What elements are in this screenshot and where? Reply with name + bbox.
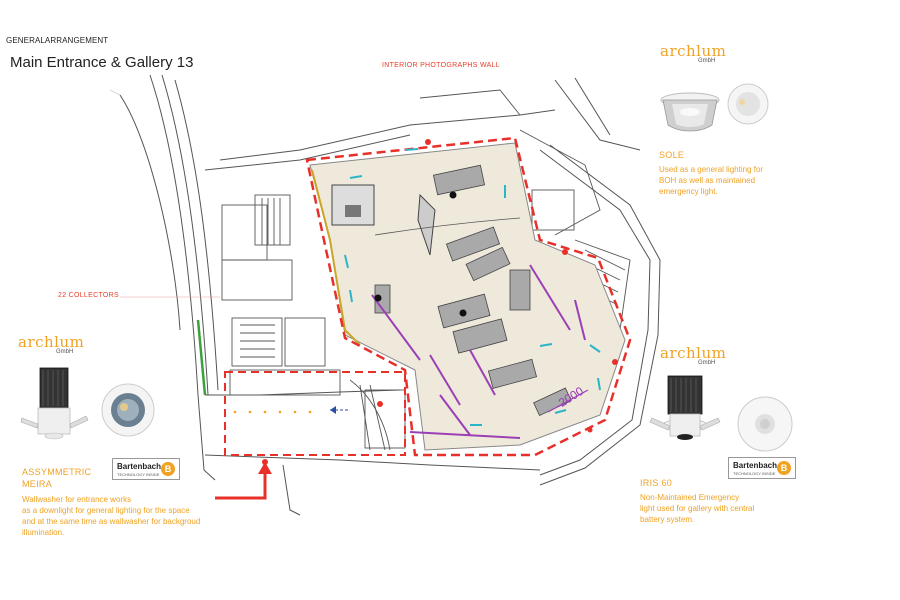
wallwasher-dots — [233, 410, 312, 414]
iris-product-name: IRIS 60 — [640, 478, 673, 488]
meira-name-line: ASSYMMETRIC — [22, 467, 92, 477]
brand-sub: GmbH — [698, 58, 716, 64]
sole-desc-line: Used as a general lighting for — [659, 165, 764, 174]
badge-brand: Bartenbach — [117, 462, 162, 471]
brand-name: archlum — [660, 344, 727, 362]
meira-name-line: MEIRA — [22, 479, 53, 489]
brand-sub: GmbH — [698, 360, 716, 366]
collectors-label: 22 COLLECTORS — [58, 292, 119, 299]
iris-desc-line: battery system. — [640, 515, 695, 524]
green-edge — [196, 319, 207, 396]
meira-desc-line: illumination. — [22, 528, 65, 537]
gallery-inner-edge — [311, 169, 361, 346]
meira-product-name: ASSYMMETRIC MEIRA — [22, 466, 91, 490]
interior-wall-label: INTERIOR PHOTOGRAPHS WALL — [382, 62, 500, 69]
sole-desc-line: BOH as well as maintained — [659, 176, 756, 185]
badge-mark-icon: B — [161, 462, 175, 476]
badge-brand: Bartenbach — [733, 461, 778, 470]
meira-desc-line: Wallwasher for entrance works — [22, 495, 132, 504]
page-title: Main Entrance & Gallery 13 — [10, 54, 194, 71]
entrance-zone — [224, 371, 406, 456]
meira-desc-line: and at the same time as wallwasher for b… — [22, 517, 201, 526]
building-shell — [119, 74, 661, 516]
iris-desc-line: Non-Maintained Emergency — [640, 493, 740, 502]
sole-description: Used as a general lighting for BOH as we… — [659, 164, 763, 197]
marker-lines — [344, 148, 601, 426]
black-points — [374, 191, 467, 317]
sole-product-name: SOLE — [659, 150, 685, 160]
meira-description: Wallwasher for entrance works as a downl… — [22, 494, 200, 538]
emergency-points — [262, 139, 618, 465]
sole-desc-line: emergency light. — [659, 187, 718, 196]
display-cases — [374, 164, 572, 417]
badge-tagline: TECHNOLOGY INSIDE — [117, 472, 160, 477]
badge-mark-icon: B — [777, 461, 791, 475]
entrance-arrow — [215, 472, 267, 500]
dark-room — [331, 184, 375, 226]
showcase-lines — [371, 264, 586, 439]
iris-bartenbach-badge: Bartenbach TECHNOLOGY INSIDE B — [728, 457, 796, 479]
brand-name: archlum — [18, 333, 85, 351]
emergency-zone — [305, 136, 632, 457]
dimension-marker — [547, 389, 589, 413]
iris-description: Non-Maintained Emergency light used for … — [640, 492, 754, 525]
meira-brand-logo: archlum GmbH — [18, 333, 85, 355]
section-label: GENERALARRANGEMENT — [6, 36, 109, 45]
central-blade — [417, 193, 436, 256]
iris-brand-logo: archlum GmbH — [660, 344, 727, 366]
badge-tagline: TECHNOLOGY INSIDE — [733, 471, 776, 476]
sole-brand-logo: archlum GmbH — [660, 42, 727, 64]
brand-name: archlum — [660, 42, 727, 60]
meira-bartenbach-badge: Bartenbach TECHNOLOGY INSIDE B — [112, 458, 180, 480]
brand-sub: GmbH — [56, 349, 74, 355]
meira-desc-line: as a downlight for general lighting for … — [22, 506, 190, 515]
iris-desc-line: light used for gallery with central — [640, 504, 755, 513]
